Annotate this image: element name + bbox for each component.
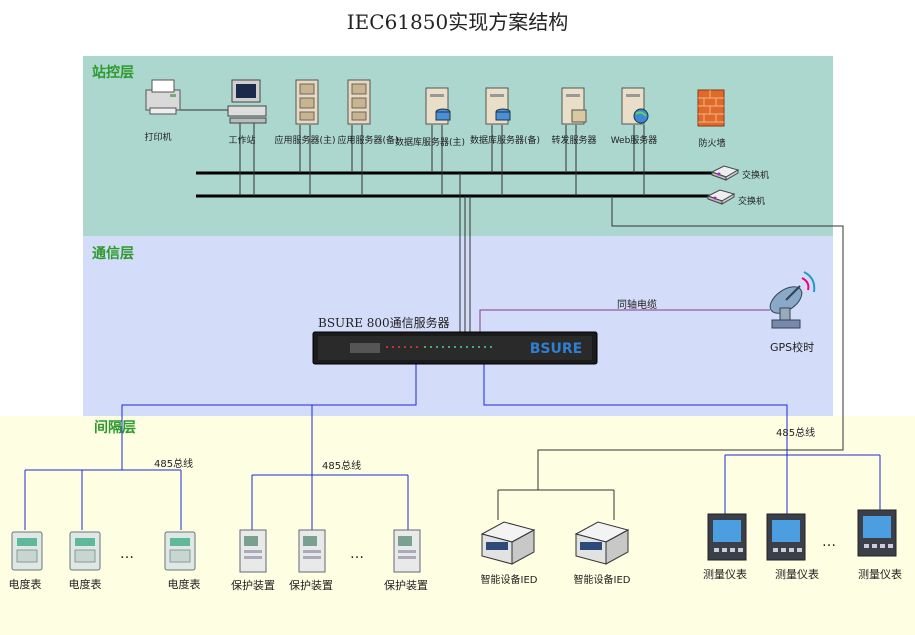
instrument-label-2: 测量仪表 <box>775 568 819 581</box>
energy-meter-label-1: 电度表 <box>8 578 42 591</box>
app-server-backup-icon <box>347 79 371 125</box>
comm-server-icon: BSURE <box>312 331 598 365</box>
db-server-main-label: 数据库服务器(主) <box>394 138 466 148</box>
protection-label-3: 保护装置 <box>384 579 428 592</box>
measurement-instrument-icon <box>707 513 747 561</box>
workstation-label: 工作站 <box>228 136 256 146</box>
app-server-backup-label: 应用服务器(备) <box>337 136 399 146</box>
station-layer-label: 站控层 <box>92 65 134 81</box>
switch-label-2: 交换机 <box>738 197 766 207</box>
energy-meter-icon <box>69 531 101 571</box>
gps-antenna-icon <box>769 271 816 329</box>
db-server-backup-label: 数据库服务器(备) <box>469 136 541 146</box>
measurement-instrument-icon <box>857 509 897 557</box>
ied-label-1: 智能设备IED <box>480 575 538 586</box>
coax-label: 同轴电缆 <box>617 300 657 311</box>
app-server-main-label: 应用服务器(主) <box>274 136 336 146</box>
forward-server-icon <box>561 87 587 125</box>
protection-device-icon <box>393 529 421 573</box>
bus-label-protection: 485总线 <box>322 461 362 472</box>
ellipsis: … <box>822 534 836 550</box>
instrument-label-1: 测量仪表 <box>703 568 747 581</box>
page-title: IEC61850实现方案结构 <box>346 10 569 34</box>
station-layer-bg <box>83 56 833 236</box>
forward-server-label: 转发服务器 <box>551 136 597 146</box>
switch-icon <box>710 165 740 181</box>
comm-server-brand: BSURE <box>530 341 582 357</box>
printer-label: 打印机 <box>144 133 172 143</box>
energy-meter-label-3: 电度表 <box>167 578 201 591</box>
measurement-instrument-icon <box>766 513 806 561</box>
comm-server-label: BSURE 800通信服务器 <box>318 316 450 330</box>
db-server-backup-icon <box>485 87 511 125</box>
bay-layer-label: 间隔层 <box>94 420 136 436</box>
protection-device-icon <box>298 529 326 573</box>
energy-meter-icon <box>11 531 43 571</box>
web-server-label: Web服务器 <box>610 136 658 146</box>
coax-cable <box>479 309 770 332</box>
rs485-buses <box>24 364 881 530</box>
protection-label-2: 保护装置 <box>289 579 333 592</box>
comm-layer-bg <box>83 236 833 416</box>
firewall-label: 防火墙 <box>698 139 726 149</box>
instrument-label-3: 测量仪表 <box>858 568 902 581</box>
protection-device-icon <box>239 529 267 573</box>
protection-label-1: 保护装置 <box>231 579 275 592</box>
energy-meter-label-2: 电度表 <box>68 578 102 591</box>
firewall-icon <box>697 89 725 127</box>
workstation-icon <box>227 79 267 124</box>
bus-label-instruments: 485总线 <box>776 428 816 439</box>
ied-label-2: 智能设备IED <box>573 575 631 586</box>
printer-icon <box>145 79 181 115</box>
bay-layer-bg <box>0 416 915 635</box>
energy-meter-icon <box>164 531 196 571</box>
switch-label-1: 交换机 <box>742 171 770 181</box>
ellipsis: … <box>120 546 134 562</box>
bus-label-meters: 485总线 <box>154 459 194 470</box>
comm-layer-label: 通信层 <box>92 246 134 262</box>
ied-device-icon <box>480 521 536 565</box>
db-server-main-icon <box>425 87 451 125</box>
web-server-icon <box>621 87 649 125</box>
switch-icon <box>706 189 736 205</box>
ellipsis: … <box>350 546 364 562</box>
app-server-main-icon <box>295 79 319 125</box>
device-drops <box>178 109 844 520</box>
ied-device-icon <box>574 521 630 565</box>
gps-label: GPS校时 <box>770 341 815 354</box>
